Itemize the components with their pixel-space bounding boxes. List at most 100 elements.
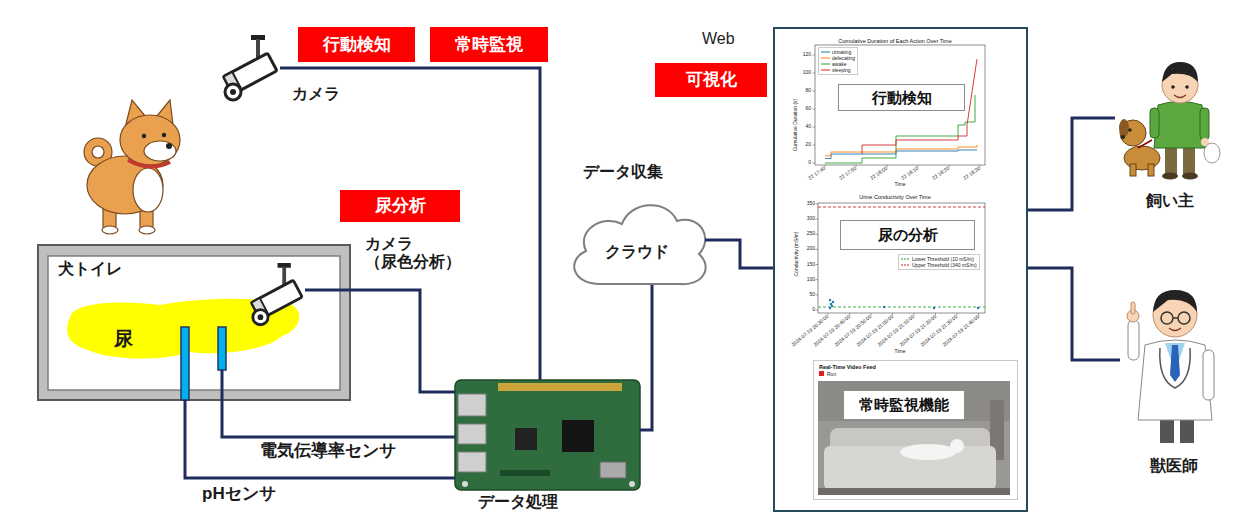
line-chart bbox=[813, 73, 816, 74]
dog-illustration bbox=[92, 146, 104, 158]
button-label: Run bbox=[827, 372, 836, 378]
dog-illustration bbox=[162, 133, 166, 137]
board-node: データ処理 bbox=[455, 380, 640, 490]
line-chart bbox=[813, 145, 816, 146]
owner-illustration bbox=[1174, 95, 1186, 98]
tick-label: 2024-07-19 20:50:00 bbox=[834, 314, 873, 348]
dog-illustration bbox=[84, 100, 180, 234]
scatter-chart bbox=[977, 307, 979, 309]
board-illustration bbox=[515, 428, 537, 450]
line-chart bbox=[825, 150, 977, 159]
sensor-probe bbox=[181, 327, 226, 400]
dog-illustration bbox=[142, 134, 146, 138]
legend-sample bbox=[901, 263, 910, 267]
tick-label: 2024-07-19 21:10:00 bbox=[877, 314, 916, 348]
chart-legend: Lower Threshold (10 mS/m)Upper Threshold… bbox=[898, 254, 980, 270]
web-panel: WebCumulative Duration of Each Action Ov… bbox=[773, 27, 1028, 512]
legend-sample bbox=[821, 62, 830, 66]
scatter-chart bbox=[818, 207, 985, 208]
owner-illustration bbox=[1183, 145, 1195, 175]
person-node: 獣医師 bbox=[1120, 280, 1228, 445]
scatter-chart bbox=[933, 307, 935, 309]
node-label: 常時監視 bbox=[455, 35, 523, 55]
tick-label: 20 bbox=[805, 142, 811, 148]
legend-row: Lower Threshold (10 mS/m) bbox=[901, 256, 977, 262]
vet-illustration bbox=[1127, 290, 1214, 443]
legend-sample bbox=[821, 56, 830, 60]
node-label: カメラ bbox=[292, 85, 340, 103]
legend-line bbox=[901, 265, 910, 266]
chart-caption-box: 常時監視機能 bbox=[843, 390, 965, 420]
connector-line bbox=[280, 68, 540, 380]
dog-illustration bbox=[120, 115, 180, 165]
chart-caption-box: 行動検知 bbox=[838, 84, 965, 111]
line-chart bbox=[813, 55, 816, 56]
owner-illustration bbox=[1148, 164, 1154, 176]
tick-label: 22 17:50 bbox=[838, 166, 857, 182]
legend-row: sleeping bbox=[821, 67, 855, 73]
scatter-chart bbox=[816, 234, 819, 235]
tick-label: 0 bbox=[812, 307, 815, 313]
sensor-probe bbox=[218, 327, 226, 370]
tick-label: 100 bbox=[803, 70, 811, 76]
board-illustration bbox=[458, 452, 486, 472]
feature-tag: 可視化 bbox=[655, 63, 767, 97]
vet-illustration bbox=[1131, 302, 1135, 314]
feature-tag: 行動検知 bbox=[298, 27, 415, 62]
node-label: Cumulative Duration of Each Action Over … bbox=[790, 38, 1000, 44]
node-label: データ処理 bbox=[478, 493, 558, 511]
legend-row: Upper Threshold (340 mS/m) bbox=[901, 262, 977, 268]
video-frame bbox=[818, 381, 1010, 421]
owner-illustration bbox=[1182, 173, 1198, 180]
legend-line bbox=[821, 52, 830, 53]
scatter-chart bbox=[831, 305, 833, 307]
legend-line bbox=[821, 70, 830, 71]
axis-title: Conductivity (mS/m) bbox=[794, 231, 800, 276]
legend-label: sleeping bbox=[832, 67, 851, 73]
tick-label: 150 bbox=[807, 262, 815, 268]
node-label: カメラ （尿色分析） bbox=[365, 235, 477, 272]
connector-line bbox=[1028, 118, 1115, 210]
dog-toilet: 犬トイレ尿カメラ （尿色分析） bbox=[38, 245, 350, 400]
scatter-chart bbox=[816, 219, 819, 220]
node-label: 尿 bbox=[114, 328, 133, 350]
dog-illustration bbox=[133, 168, 163, 212]
urine-puddle: 尿 bbox=[68, 298, 300, 362]
tick-label: 22 18:10 bbox=[900, 166, 919, 182]
scatter-chart bbox=[816, 204, 979, 315]
owner-illustration bbox=[1162, 62, 1198, 82]
node-label: クラウド bbox=[568, 243, 705, 261]
scatter-chart bbox=[818, 307, 985, 308]
tick-label: 50 bbox=[809, 292, 815, 298]
dog-illustration bbox=[128, 160, 170, 167]
camera-icon bbox=[251, 263, 302, 325]
owner-illustration bbox=[1138, 140, 1152, 148]
tick-label: 40 bbox=[805, 124, 811, 130]
video-panel: Real-Time Video Feed常時監視機能Run bbox=[813, 360, 1018, 500]
connector-layer bbox=[185, 68, 1120, 478]
tick-label: 250 bbox=[807, 232, 815, 238]
vet-illustration bbox=[1203, 350, 1214, 400]
vet-illustration bbox=[1128, 320, 1139, 360]
connector-line bbox=[640, 285, 652, 430]
tick-label: 22 18:30 bbox=[962, 166, 981, 182]
scatter-chart bbox=[816, 203, 819, 204]
connector-label: pHセンサ bbox=[200, 484, 278, 504]
board-illustration bbox=[500, 470, 550, 476]
line-chart bbox=[813, 91, 816, 92]
dog-illustration bbox=[102, 226, 118, 234]
board-illustration bbox=[455, 380, 640, 490]
node-label: 常時監視機能 bbox=[859, 396, 949, 413]
connector-line bbox=[222, 400, 455, 437]
cloud-node: データ収集クラウド bbox=[568, 195, 705, 285]
sensor-probe bbox=[181, 327, 189, 400]
line-chart bbox=[813, 45, 986, 167]
tick-label: 22 17:40 bbox=[807, 166, 826, 182]
scatter-chart bbox=[829, 299, 831, 301]
line-chart bbox=[813, 127, 816, 128]
tick-label: 80 bbox=[805, 88, 811, 94]
owner-illustration bbox=[1185, 85, 1189, 89]
tick-label: 2024-07-19 20:30:00 bbox=[791, 314, 830, 348]
video-frame bbox=[818, 371, 1010, 495]
